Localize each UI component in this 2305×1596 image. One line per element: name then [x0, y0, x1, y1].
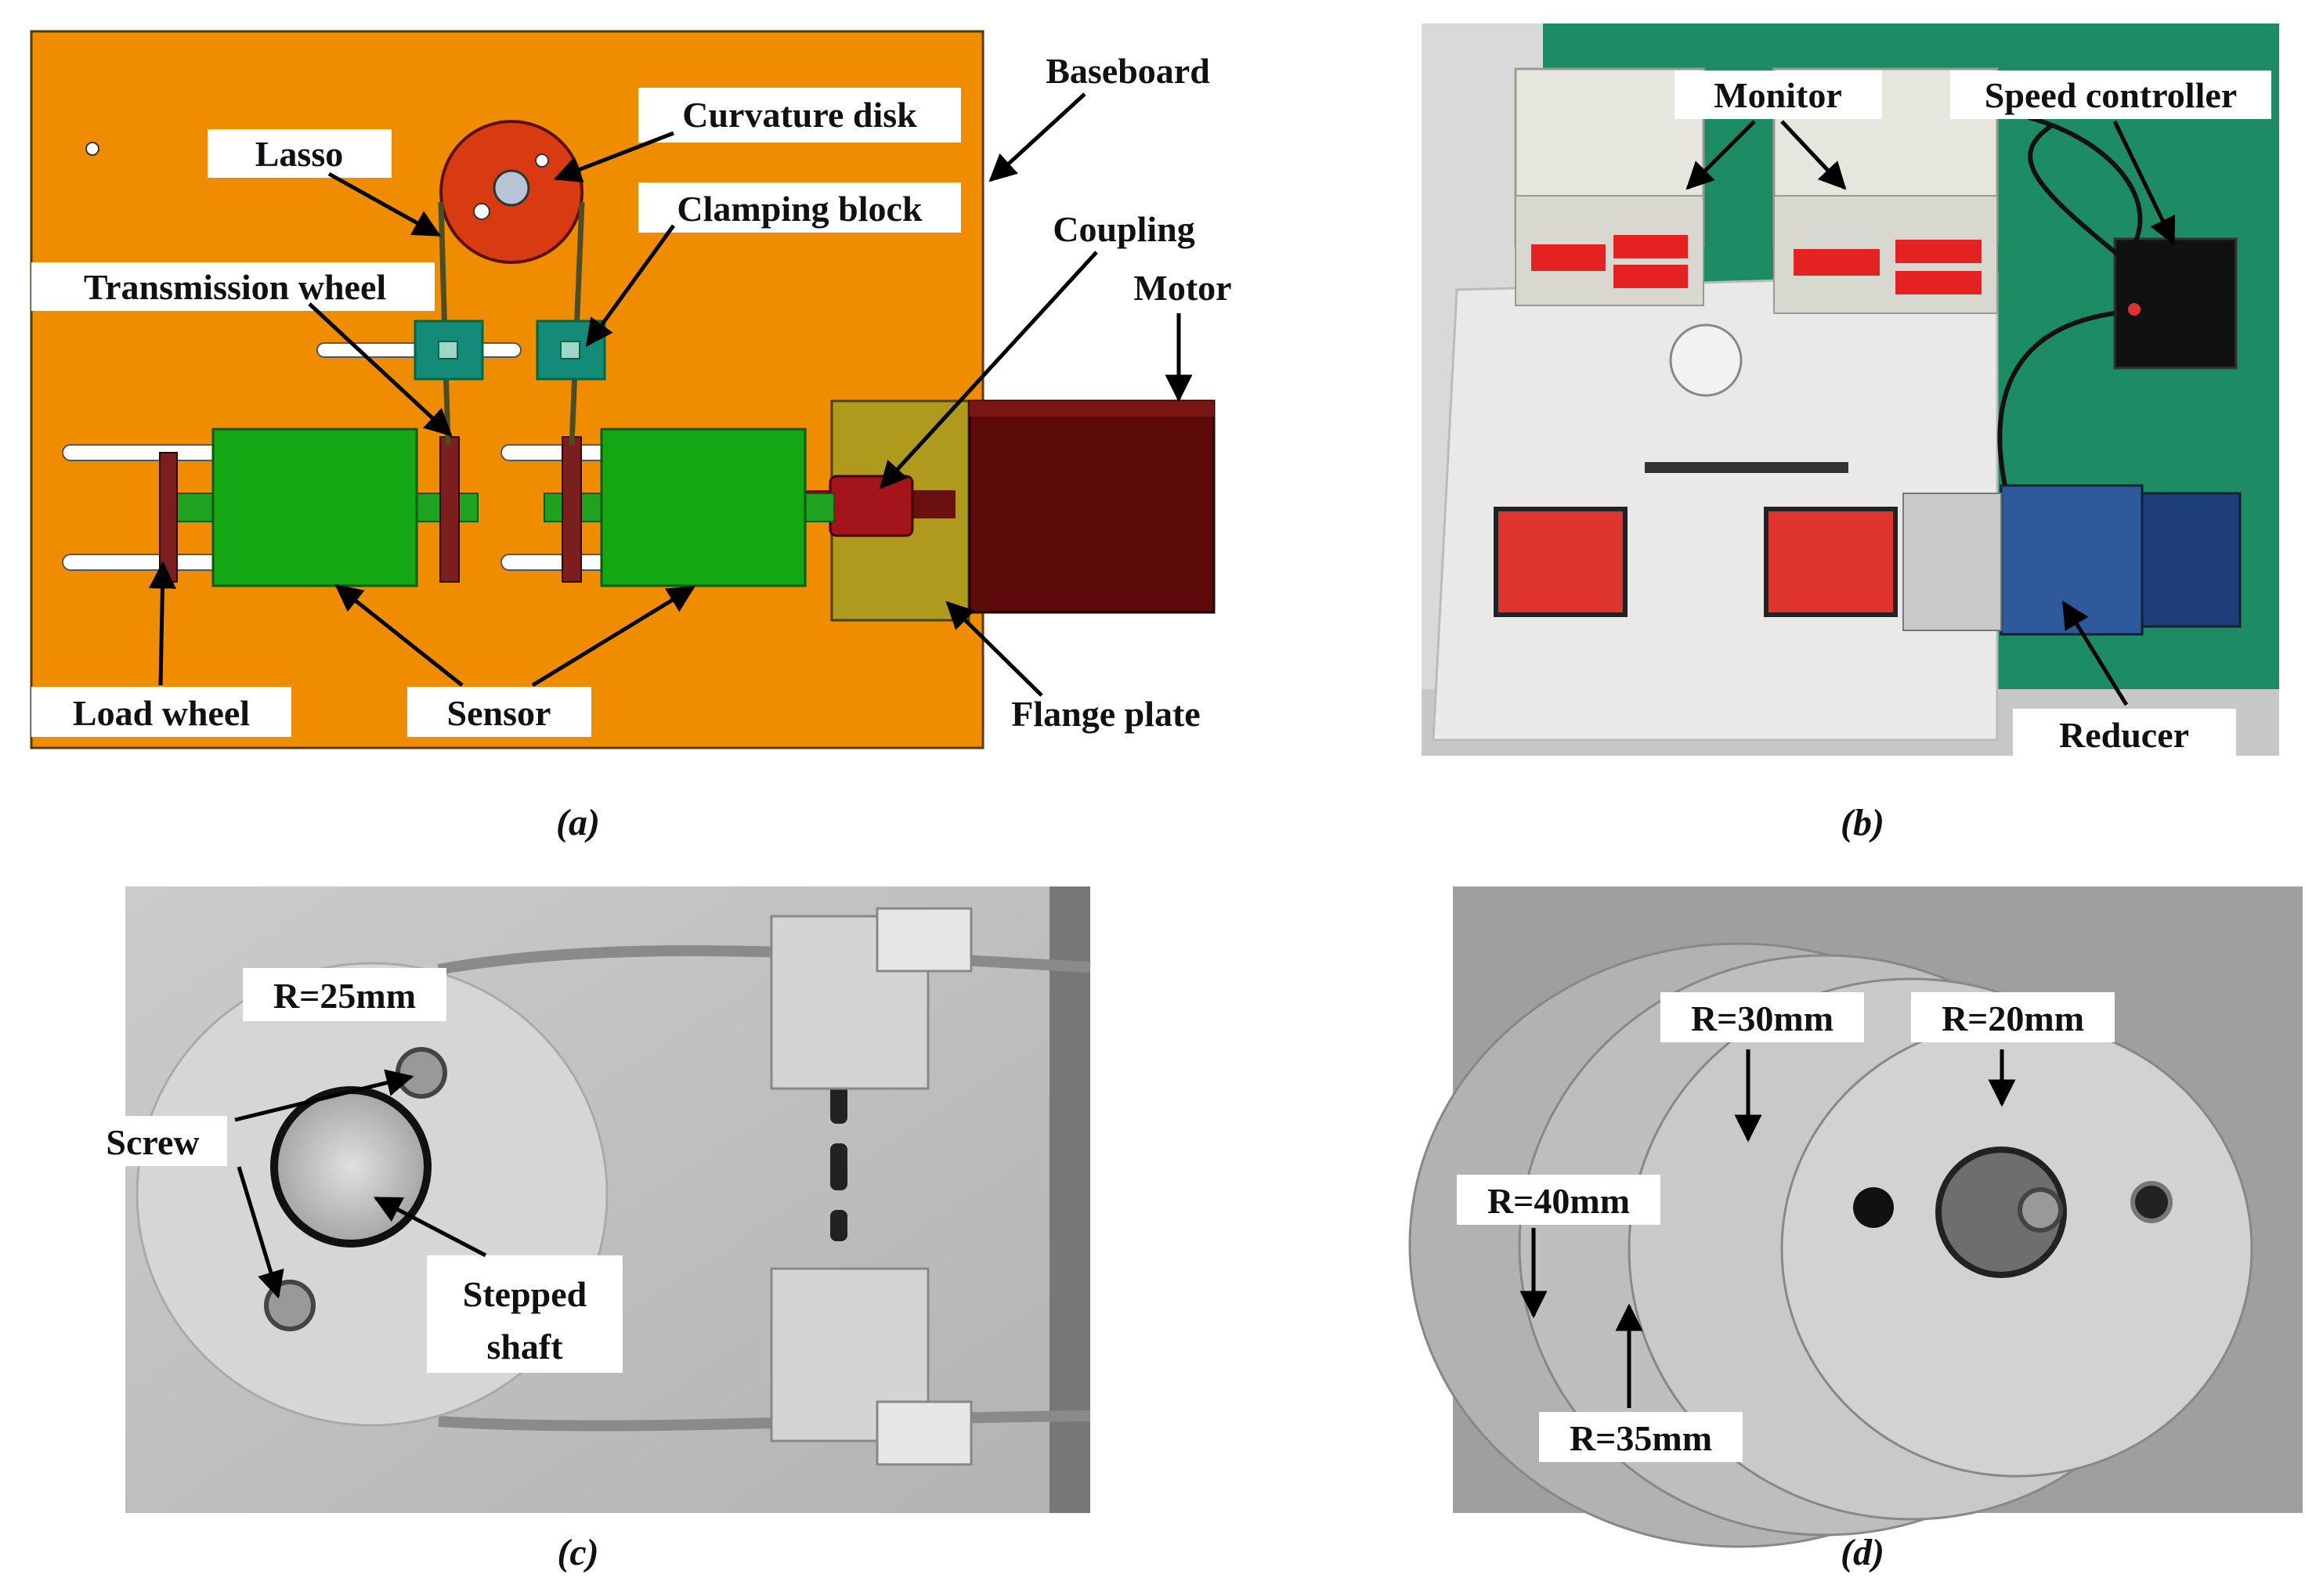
photo-sensor-left: [1494, 507, 1628, 617]
screw-top: [396, 1047, 447, 1099]
label-speed-controller: Speed controller: [1950, 70, 2271, 119]
label-baseboard: Baseboard: [1046, 51, 1210, 91]
svg-text:R=20mm: R=20mm: [1942, 998, 2084, 1038]
label-r20: R=20mm: [1911, 992, 2115, 1042]
svg-text:Speed controller: Speed controller: [1985, 75, 2237, 115]
stepped-shaft: [270, 1086, 432, 1248]
svg-text:R=30mm: R=30mm: [1691, 998, 1834, 1038]
label-r30: R=30mm: [1660, 992, 1864, 1042]
label-sensor: Sensor: [407, 687, 591, 737]
label-r35: R=35mm: [1539, 1412, 1743, 1462]
clamping-blocks: [414, 320, 606, 381]
caption-c: (c): [557, 1532, 598, 1573]
label-monitor: Monitor: [1675, 70, 1882, 119]
svg-text:Screw: Screw: [106, 1122, 199, 1162]
svg-text:R=25mm: R=25mm: [273, 976, 416, 1016]
svg-text:Stepped: Stepped: [463, 1274, 587, 1314]
caption-d: (d): [1841, 1532, 1884, 1573]
photo-sensor-right: [1764, 507, 1898, 617]
svg-text:R=40mm: R=40mm: [1487, 1181, 1630, 1221]
label-curvature-disk: Curvature disk: [638, 88, 961, 143]
label-r25: R=25mm: [243, 968, 446, 1021]
svg-text:Curvature disk: Curvature disk: [682, 95, 917, 135]
screw-bottom: [264, 1280, 316, 1331]
label-coupling: Coupling: [1053, 209, 1195, 249]
label-clamping-block: Clamping block: [638, 182, 961, 233]
sensor-right: [600, 428, 807, 587]
arrows-panel-c: [234, 1069, 487, 1299]
caption-b: (b): [1841, 802, 1884, 843]
label-load-wheel: Load wheel: [31, 687, 291, 737]
svg-text:Monitor: Monitor: [1714, 75, 1842, 115]
panel-d: R=30mm R=20mm R=40mm R=35mm (d): [1408, 886, 2303, 1573]
controller-cables: [1997, 115, 2143, 486]
motor: [968, 399, 1216, 614]
baseboard-hole: [85, 142, 99, 156]
panel-c: R=25mm Screw Stepped shaft (c): [78, 886, 1091, 1573]
load-wheel: [159, 452, 178, 583]
transmission-wheel-left: [439, 436, 460, 583]
svg-text:Reducer: Reducer: [2059, 715, 2189, 755]
transmission-wheel-right: [562, 436, 582, 583]
svg-text:R=35mm: R=35mm: [1570, 1418, 1712, 1458]
svg-text:Clamping block: Clamping block: [677, 189, 923, 229]
svg-text:shaft: shaft: [486, 1327, 563, 1367]
svg-text:Sensor: Sensor: [447, 693, 551, 733]
sensor-left: [211, 428, 418, 587]
panel-a: Curvature disk Lasso Clamping block Tran…: [30, 30, 1232, 843]
monitor-left: [1514, 67, 1705, 306]
label-flange-plate: Flange plate: [1011, 694, 1200, 734]
lasso-cables-c: [437, 945, 1091, 1432]
arrows-panel-d: [1519, 1049, 2016, 1408]
label-reducer: Reducer: [2013, 709, 2236, 759]
coupling: [829, 475, 914, 537]
caption-a: (a): [556, 802, 600, 843]
label-lasso: Lasso: [208, 129, 392, 178]
svg-text:Transmission wheel: Transmission wheel: [84, 267, 386, 307]
arrows-panel-b: [1685, 120, 2176, 706]
arrows-panel-a: [148, 92, 1193, 697]
label-stepped-shaft: Stepped shaft: [427, 1255, 623, 1373]
label-transmission-wheel: Transmission wheel: [31, 262, 435, 311]
svg-text:Lasso: Lasso: [255, 134, 343, 174]
label-motor: Motor: [1133, 268, 1231, 308]
svg-text:Load wheel: Load wheel: [73, 693, 250, 733]
label-screw: Screw: [78, 1116, 227, 1166]
label-r40: R=40mm: [1457, 1175, 1660, 1225]
panel-b: Monitor Speed controller Reducer (b): [1422, 23, 2279, 843]
